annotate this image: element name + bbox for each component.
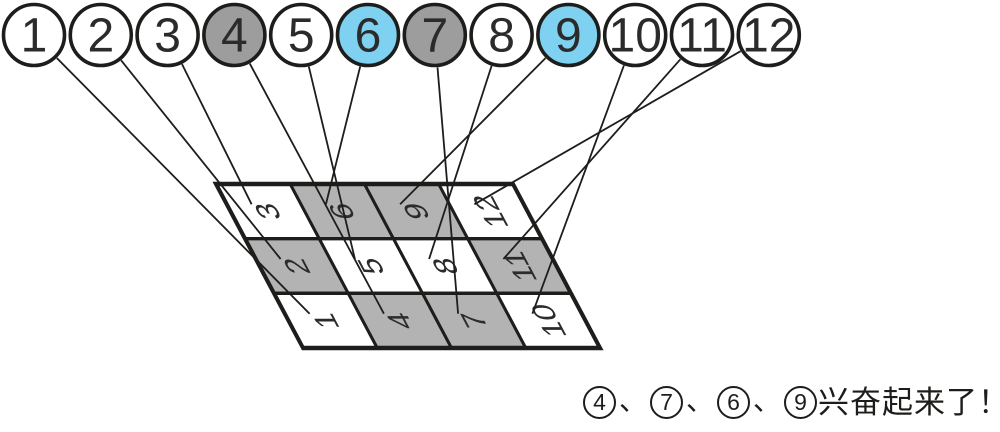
connector-line-3 [181,63,253,205]
number-circle-7 [402,2,468,68]
number-circle-label-2: 2 [87,10,114,63]
number-circle-label-1: 1 [21,10,48,63]
grid-cell-label-9: 9 [395,203,438,220]
connector-line-11 [502,58,682,260]
number-circle-11 [669,2,735,68]
connector-line-7 [436,67,459,314]
grid-outline [212,181,604,351]
connector-line-10 [531,65,625,315]
connector-line-5 [307,66,356,260]
connector-line-8 [428,65,493,260]
number-circle-label-3: 3 [154,10,181,63]
connector-line-4 [249,63,385,315]
number-circle-3 [135,2,200,68]
caption-circled-group: 4、7、6、9 [582,379,818,419]
caption-circled-7: 7 [650,386,684,419]
connector-line-1 [56,57,311,315]
number-circle-5 [268,2,334,68]
number-circle-label-7: 7 [421,10,448,63]
number-circle-8 [469,2,534,68]
grid-cell-label-2: 2 [275,258,318,275]
number-circle-4 [202,2,267,68]
number-circle-2 [68,2,134,68]
number-circle-1 [1,2,67,68]
caption-separator: 、 [686,385,715,416]
caption-circled-9: 9 [784,386,818,419]
caption-circled-6: 6 [717,386,751,419]
grid-cell-label-1: 1 [304,312,347,329]
number-circle-label-5: 5 [288,10,315,63]
connector-line-6 [325,66,362,205]
grid-cell-label-4: 4 [379,312,422,329]
caption-separator: 、 [619,385,648,416]
connector-line-12 [473,50,742,206]
connector-line-9 [399,57,547,205]
caption-separator: 、 [753,385,782,416]
caption-text: 兴奋起来了！ [818,384,1000,420]
grid-cell-label-8: 8 [424,258,467,275]
number-circle-label-9: 9 [555,10,582,63]
number-circle-label-11: 11 [677,10,727,63]
number-circle-10 [602,2,668,68]
connector-lines [56,50,742,315]
number-circle-label-4: 4 [221,10,248,63]
grid-cell-label-7: 7 [453,312,496,329]
caption-circled-4: 4 [583,386,616,419]
number-circle-6 [335,2,401,68]
caption: 4、7、6、9 兴奋起来了！ [582,379,1000,420]
connector-line-2 [120,59,282,260]
number-circle-label-12: 12 [742,10,795,63]
number-circle-label-10: 10 [609,10,662,63]
number-circle-label-6: 6 [355,10,382,63]
grid-cell-label-3: 3 [246,203,289,220]
number-circle-9 [536,2,601,68]
number-circle-12 [736,2,802,68]
number-circle-label-8: 8 [488,10,515,63]
